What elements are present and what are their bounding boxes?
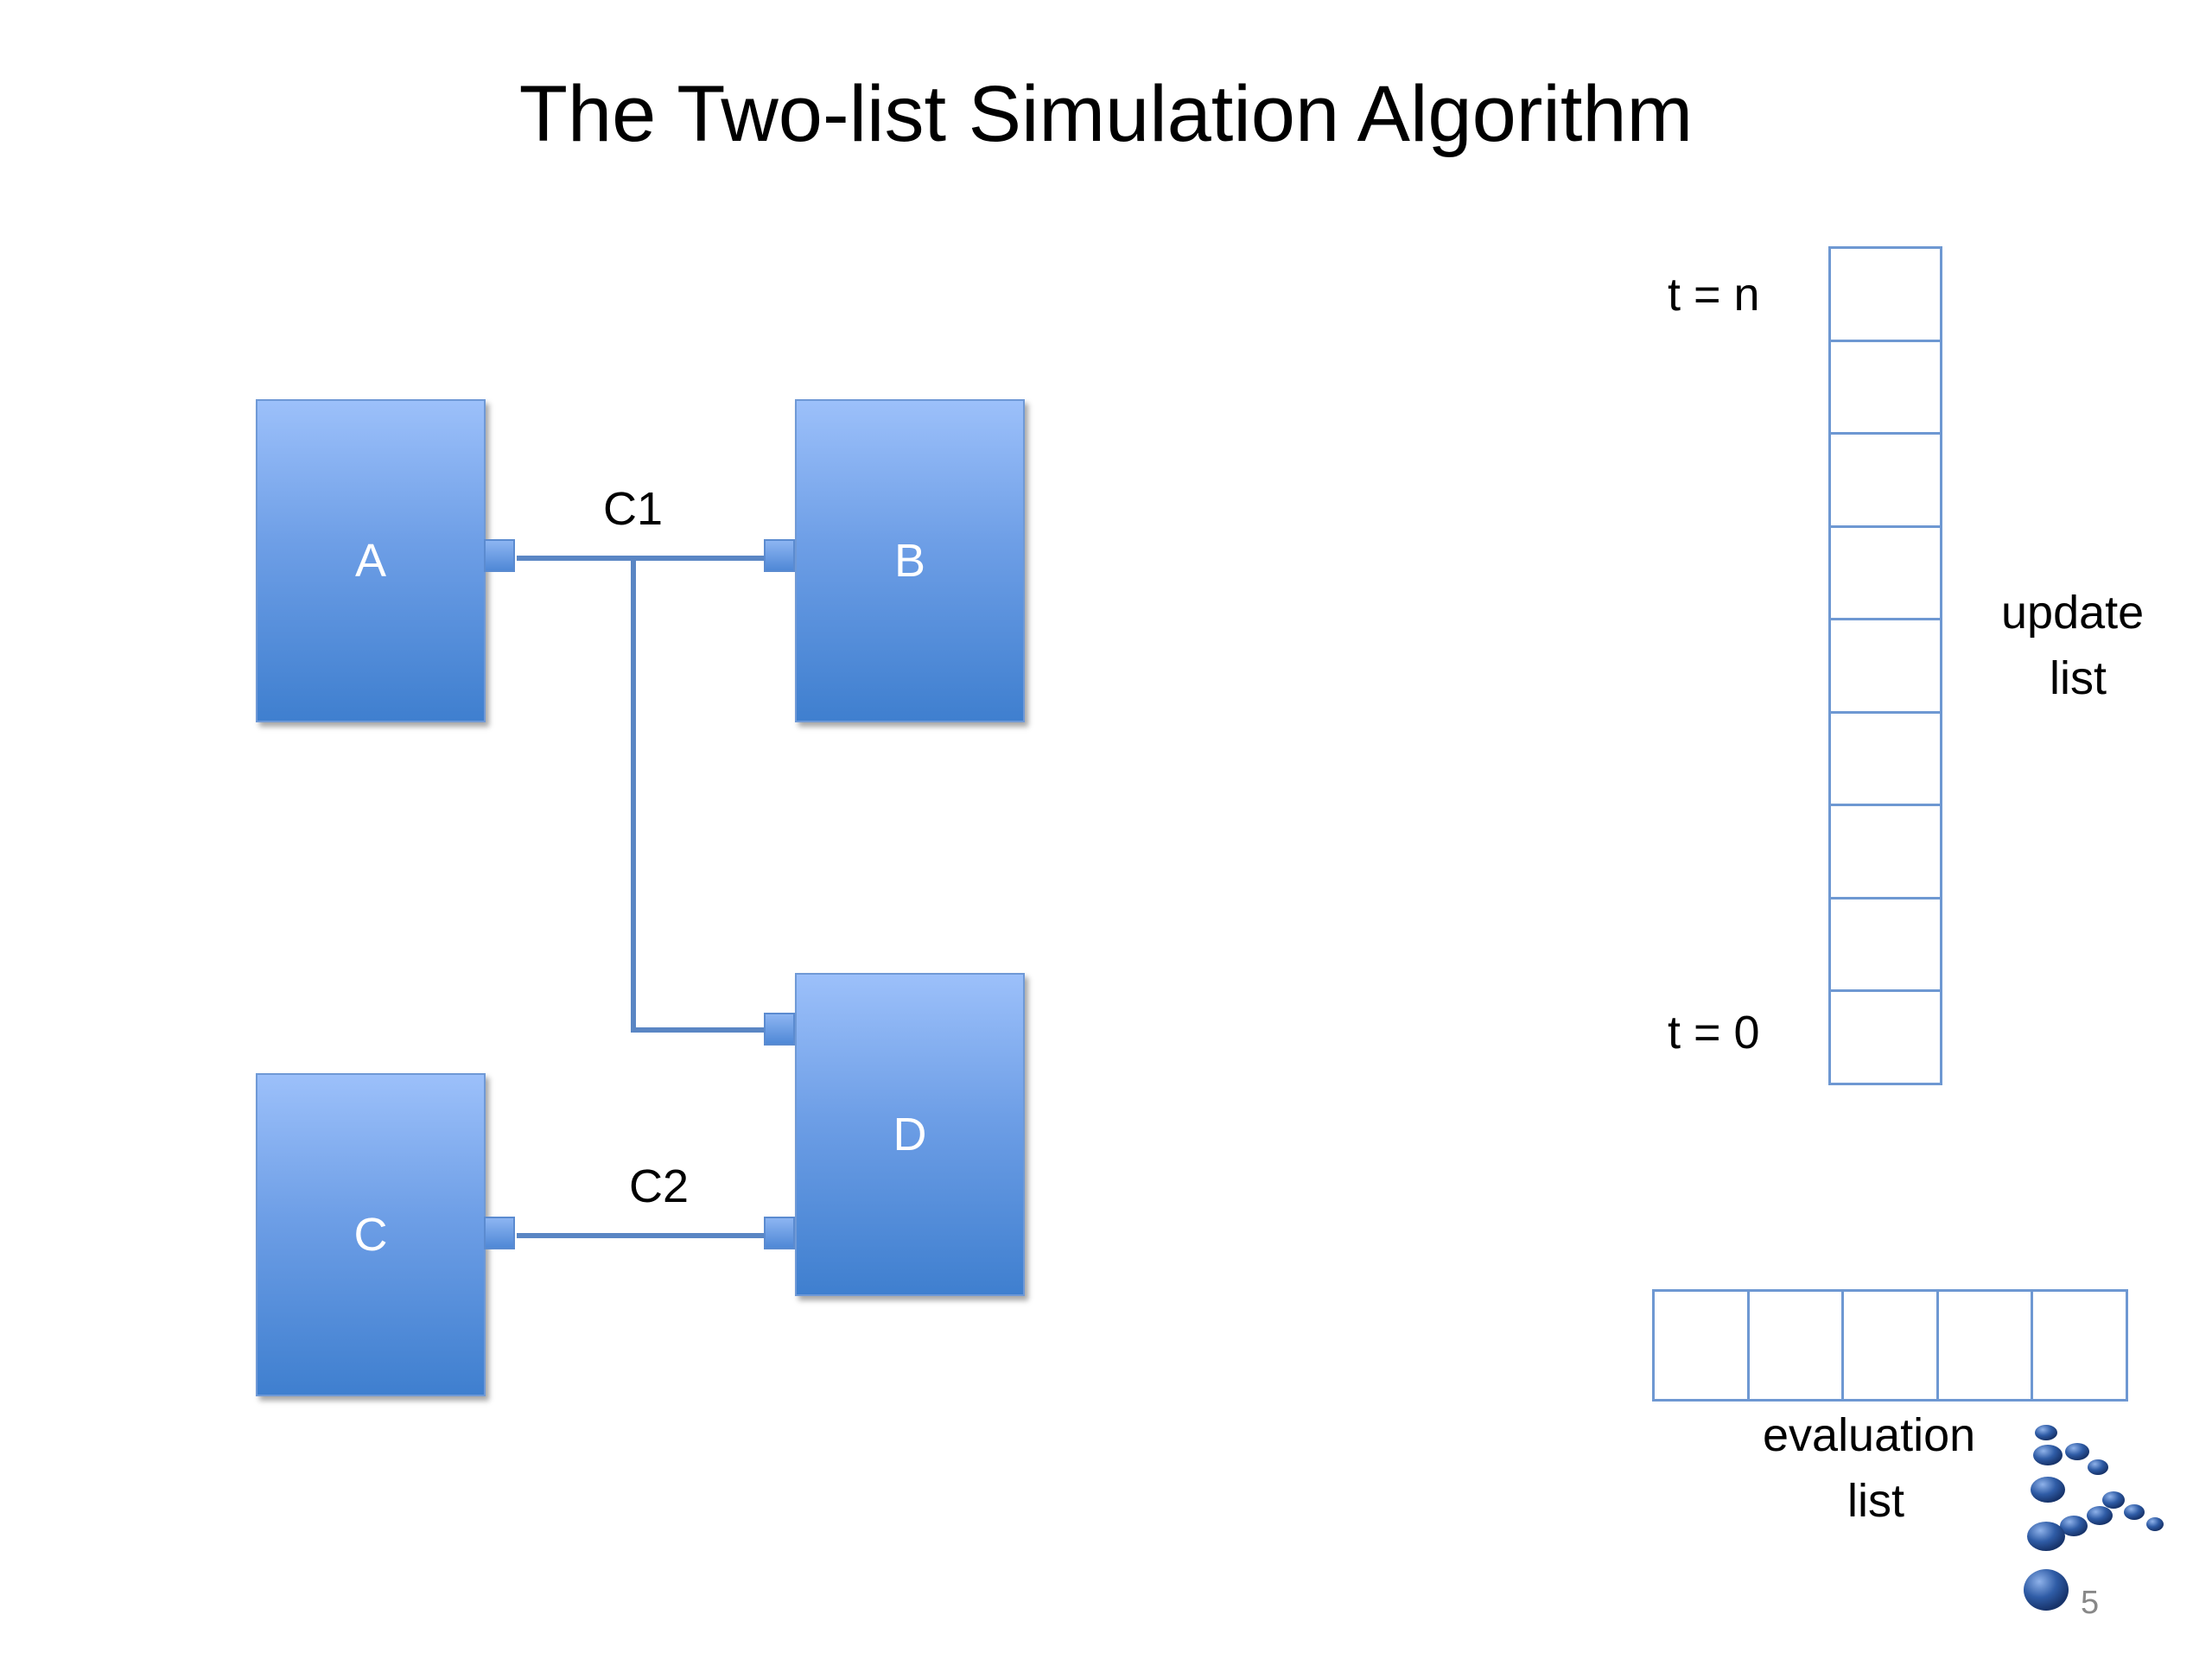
wire-c1-horizontal — [517, 556, 767, 561]
update-list-slot — [1828, 524, 1942, 621]
evaluation-list-label-line1: evaluation — [1763, 1409, 1976, 1461]
update-list-top-label: t = n — [1668, 269, 1760, 321]
update-list-label-line2: list — [2050, 652, 2107, 704]
evaluation-list-slot — [1652, 1289, 1750, 1402]
block-c-label: C — [353, 1209, 388, 1261]
wire-c2 — [517, 1233, 767, 1238]
wire-label-c2: C2 — [629, 1160, 690, 1212]
block-a-label: A — [354, 535, 387, 587]
update-list-slot — [1828, 618, 1942, 714]
block-b-label: B — [893, 535, 926, 587]
port-d-in-2 — [764, 1217, 795, 1249]
update-list-label-line1: update — [2001, 587, 2145, 639]
wire-c1-to-d — [631, 1027, 767, 1033]
port-d-in-1 — [764, 1013, 795, 1046]
port-b-in — [764, 539, 795, 572]
block-c: C — [256, 1073, 486, 1396]
update-list-bottom-label: t = 0 — [1668, 1007, 1760, 1058]
evaluation-list-slot — [1936, 1289, 2034, 1402]
update-list-slot — [1828, 339, 1942, 435]
wire-c1-vertical — [631, 556, 636, 1033]
block-d-label: D — [893, 1109, 927, 1160]
evaluation-list-slot — [1746, 1289, 1845, 1402]
port-a-out — [484, 539, 515, 572]
update-list-slot — [1828, 710, 1942, 807]
evaluation-list-slot — [2031, 1289, 2128, 1402]
block-b: B — [795, 399, 1025, 722]
wire-label-c1: C1 — [603, 483, 664, 535]
update-list-slot — [1828, 246, 1942, 342]
block-d: D — [795, 973, 1025, 1296]
update-list-slot — [1828, 804, 1942, 899]
molecule-logo-icon — [2024, 1425, 2164, 1611]
page-number: 5 — [2081, 1585, 2100, 1621]
update-list-slot — [1828, 896, 1942, 993]
evaluation-list-label-line2: list — [1847, 1475, 1904, 1527]
port-c-out — [484, 1217, 515, 1249]
evaluation-list-slot — [1841, 1289, 1939, 1402]
update-list-slot — [1828, 432, 1942, 528]
update-list-slot — [1828, 989, 1942, 1085]
slide-title: The Two-list Simulation Algorithm — [518, 70, 1694, 158]
block-a: A — [256, 399, 486, 722]
